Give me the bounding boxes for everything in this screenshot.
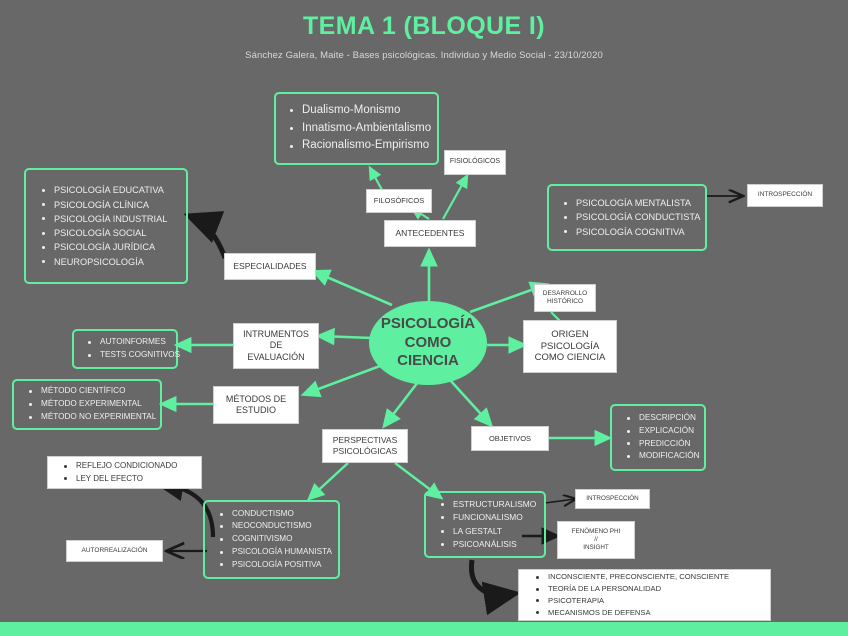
list-item: TEORÍA DE LA PERSONALIDAD [535,583,729,595]
node-introspeccion-bottom[interactable]: INTROSPECCIÓN [575,489,650,509]
node-label: MÉTODOS DE ESTUDIO [225,393,287,415]
node-autoinformes-box[interactable]: AUTOINFORMES TESTS COGNITIVOS [72,329,180,369]
list-item: LA GESTALT [440,525,536,538]
node-label: OBJETIVOS [488,433,532,443]
list-item: PSICOLOGÍA EDUCATIVA [41,183,167,197]
node-label: FILOSÓFICOS [373,196,425,206]
node-center-psicologia-como-ciencia[interactable]: PSICOLOGÍA COMO CIENCIA [369,301,487,385]
list-item: EXPLICACIÓN [627,425,700,438]
list-item: COGNITIVISMO [220,533,332,546]
node-label: DESARROLLO HISTÓRICO [542,289,588,305]
list-item: PSICOLOGÍA JURÍDICA [41,240,167,254]
list-item: PSICOLOGÍA CLÍNICA [41,198,167,212]
node-objetivos[interactable]: OBJETIVOS [471,426,549,451]
list-item: PSICOLOGÍA HUMANISTA [220,546,332,559]
list-item: MECANISMOS DE DEFENSA [535,607,729,619]
node-enfoques-box[interactable]: PSICOLOGÍA MENTALISTA PSICOLOGÍA CONDUCT… [547,184,707,251]
node-desarrollo-historico[interactable]: DESARROLLO HISTÓRICO [534,284,596,312]
node-perspectivas-psicologicas[interactable]: PERSPECTIVAS PSICOLÓGICAS [322,429,408,463]
list-item: Racionalismo-Empirismo [289,137,431,155]
node-label: INTROSPECCIÓN [586,495,639,503]
list-item: FUNCIONALISMO [440,511,536,524]
node-label: FENÓMENO PHI // INSIGHT [571,528,621,551]
page-title: TEMA 1 (BLOQUE I) [303,12,545,40]
list-item: NEOCONDUCTISMO [220,520,332,533]
node-especialidades-box[interactable]: PSICOLOGÍA EDUCATIVA PSICOLOGÍA CLÍNICA … [24,168,188,284]
list-item: CONDUCTISMO [220,508,332,521]
node-dualismo-box[interactable]: Dualismo-Monismo Innatismo-Ambientalismo… [274,92,439,165]
list-item: PSICOLOGÍA POSITIVA [220,559,332,572]
list-item: Innatismo-Ambientalismo [289,120,431,138]
list-item: DESCRIPCIÓN [627,412,700,425]
node-reflejo-box[interactable]: REFLEJO CONDICIONADO LEY DEL EFECTO [47,456,202,489]
node-label: INTRUMENTOS DE EVALUACIÓN [243,329,309,362]
node-label: ORIGEN PSICOLOGÍA COMO CIENCIA [534,328,606,364]
node-label: INTROSPECCIÓN [757,191,813,199]
list-item: MÉTODO NO EXPERIMENTAL [28,411,156,424]
node-estructuralismo-box[interactable]: ESTRUCTURALISMO FUNCIONALISMO LA GESTALT… [424,491,546,558]
node-introspeccion-top[interactable]: INTROSPECCIÓN [747,184,823,207]
node-origen[interactable]: ORIGEN PSICOLOGÍA COMO CIENCIA [523,320,617,373]
list-item: PSICOLOGÍA INDUSTRIAL [41,212,167,226]
list-item: PSICOLOGÍA COGNITIVA [563,225,700,239]
list-item: PSICOLOGÍA CONDUCTISTA [563,210,700,224]
list-item: Dualismo-Monismo [289,102,431,120]
list-item: MODIFICACIÓN [627,450,700,463]
node-label: FISIOLÓGICOS [449,158,501,166]
list-item: ESTRUCTURALISMO [440,498,536,511]
node-label: PERSPECTIVAS PSICOLÓGICAS [332,435,398,456]
node-label: ESPECIALIDADES [233,261,307,272]
node-objetivos-box[interactable]: DESCRIPCIÓN EXPLICACIÓN PREDICCIÓN MODIF… [610,404,706,471]
list-item: LEY DEL EFECTO [63,473,177,485]
page-subtitle: Sánchez Galera, Maite - Bases psicológic… [245,50,603,61]
node-instrumentos-evaluacion[interactable]: INTRUMENTOS DE EVALUACIÓN [233,323,319,369]
node-metodos-estudio[interactable]: MÉTODOS DE ESTUDIO [213,386,299,424]
node-fisiologicos[interactable]: FISIOLÓGICOS [444,150,506,175]
list-item: PSICOLOGÍA MENTALISTA [563,196,700,210]
list-item: PREDICCIÓN [627,438,700,451]
list-item: PSICOTERAPIA [535,595,729,607]
list-item: INCONSCIENTE, PRECONSCIENTE, CONSCIENTE [535,572,730,582]
node-autorrealizacion[interactable]: AUTORREALIZACIÓN [66,540,163,562]
node-label: ANTECEDENTES [395,228,465,239]
list-item: PSICOLOGÍA SOCIAL [41,226,167,240]
node-conductismo-box[interactable]: CONDUCTISMO NEOCONDUCTISMO COGNITIVISMO … [203,500,340,579]
node-antecedentes[interactable]: ANTECEDENTES [384,220,476,247]
list-item: TESTS COGNITIVOS [87,349,180,362]
node-label: PSICOLOGÍA COMO CIENCIA [380,314,476,370]
list-item: MÉTODO EXPERIMENTAL [28,398,156,411]
node-especialidades[interactable]: ESPECIALIDADES [224,253,316,280]
node-psicoanalisis-box[interactable]: INCONSCIENTE, PRECONSCIENTE, CONSCIENTE … [518,569,771,621]
list-item: PSICOANÁLISIS [440,538,536,551]
list-item: AUTOINFORMES [87,336,180,349]
list-item: REFLEJO CONDICIONADO [63,460,177,472]
list-item: MÉTODO CIENTÍFICO [28,385,156,398]
node-filosoficos[interactable]: FILOSÓFICOS [366,189,432,213]
node-fenomeno-phi[interactable]: FENÓMENO PHI // INSIGHT [557,521,635,559]
node-metodos-box[interactable]: MÉTODO CIENTÍFICO MÉTODO EXPERIMENTAL MÉ… [12,379,162,430]
node-label: AUTORREALIZACIÓN [81,546,148,554]
list-item: NEUROPSICOLOGÍA [41,255,167,269]
bottom-accent-bar [0,622,848,636]
